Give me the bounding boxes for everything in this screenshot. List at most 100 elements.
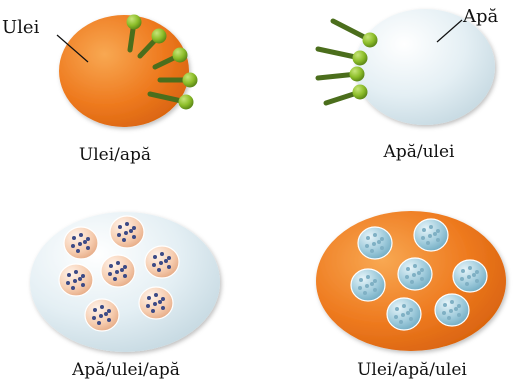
inner-dot <box>81 274 85 278</box>
inner-dot <box>74 270 78 274</box>
panel-oil-in-water: Ulei Ulei/apă <box>2 15 198 166</box>
oil-inner-droplet <box>110 216 144 248</box>
inner-dot <box>147 296 151 300</box>
inner-dot <box>461 269 465 273</box>
water-inner-droplet <box>398 258 432 290</box>
inner-dot <box>457 313 461 317</box>
inner-dot <box>475 279 479 283</box>
oil-inner-droplet <box>101 255 135 287</box>
inner-dot <box>365 284 369 288</box>
inner-dot <box>421 236 425 240</box>
inner-dot <box>107 309 111 313</box>
inner-dot <box>460 277 464 281</box>
inner-dot <box>79 233 83 237</box>
inner-dot <box>377 240 381 244</box>
inner-dot <box>409 317 413 321</box>
panel-oil-water-oil: Ulei/apă/ulei <box>316 211 506 380</box>
inner-dot <box>409 308 413 312</box>
inner-dot <box>422 228 426 232</box>
inner-dot <box>83 240 87 244</box>
inner-dot <box>157 268 161 272</box>
inner-dot <box>113 277 117 281</box>
inner-dot <box>132 226 136 230</box>
inner-dot <box>167 256 171 260</box>
inner-dot <box>122 238 126 242</box>
oil-label: Ulei <box>2 17 40 38</box>
inner-dot <box>66 281 70 285</box>
inner-dot <box>161 306 165 310</box>
inner-dot <box>86 237 90 241</box>
inner-dot <box>401 313 405 317</box>
surfactant-head <box>152 29 167 44</box>
inner-dot <box>115 270 119 274</box>
inner-dot <box>406 311 410 315</box>
water-inner-droplet <box>351 269 385 301</box>
inner-dot <box>395 307 399 311</box>
inner-dot <box>420 268 424 272</box>
inner-dot <box>366 275 370 279</box>
caption-water-oil-water: Apă/ulei/apă <box>71 360 180 380</box>
inner-dot <box>410 280 414 284</box>
inner-dot <box>406 267 410 271</box>
caption-oil-in-water: Ulei/apă <box>79 145 151 165</box>
inner-dot <box>450 300 454 304</box>
inner-dot <box>442 311 446 315</box>
oil-inner-droplet <box>145 246 179 278</box>
surfactant-head <box>350 67 365 82</box>
inner-dot <box>164 259 168 263</box>
inner-dot <box>99 314 103 318</box>
inner-dot <box>161 297 165 301</box>
oil-inner-droplet <box>139 287 173 319</box>
surfactant-head <box>173 48 188 63</box>
inner-dot <box>71 244 75 248</box>
inner-dot <box>123 274 127 278</box>
inner-dot <box>413 264 417 268</box>
inner-dot <box>380 246 384 250</box>
surfactant-head <box>127 15 142 30</box>
inner-dot <box>81 283 85 287</box>
inner-dot <box>167 265 171 269</box>
inner-dot <box>394 315 398 319</box>
surfactant-head <box>179 95 194 110</box>
caption-water-in-oil: Apă/ulei <box>383 142 455 162</box>
inner-dot <box>129 229 133 233</box>
inner-dot <box>457 304 461 308</box>
inner-dot <box>366 236 370 240</box>
inner-dot <box>447 316 451 320</box>
inner-dot <box>380 237 384 241</box>
inner-dot <box>120 268 124 272</box>
inner-dot <box>67 273 71 277</box>
inner-dot <box>86 246 90 250</box>
inner-dot <box>108 272 112 276</box>
inner-dot <box>372 242 376 246</box>
inner-dot <box>436 238 440 242</box>
surfactant-head <box>363 33 378 48</box>
inner-dot <box>373 233 377 237</box>
inner-dot <box>153 302 157 306</box>
inner-dot <box>118 225 122 229</box>
inner-dot <box>436 229 440 233</box>
inner-dot <box>132 235 136 239</box>
panel-water-in-oil: Apă Apă/ulei <box>318 6 499 162</box>
inner-dot <box>399 320 403 324</box>
inner-dot <box>71 286 75 290</box>
surfactant-head <box>353 85 368 100</box>
inner-dot <box>370 282 374 286</box>
surfactant-head <box>353 51 368 66</box>
inner-dot <box>125 222 129 226</box>
water-inner-droplet <box>435 294 469 326</box>
inner-dot <box>412 273 416 277</box>
oil-droplet <box>59 15 189 127</box>
inner-dot <box>117 233 121 237</box>
inner-dot <box>426 241 430 245</box>
inner-dot <box>359 278 363 282</box>
inner-dot <box>420 277 424 281</box>
panel-water-oil-water: Apă/ulei/apă <box>30 212 220 380</box>
inner-dot <box>443 303 447 307</box>
inner-dot <box>104 312 108 316</box>
inner-dot <box>92 316 96 320</box>
inner-dot <box>373 279 377 283</box>
water-inner-droplet <box>387 298 421 330</box>
inner-dot <box>154 293 158 297</box>
caption-oil-water-oil: Ulei/apă/ulei <box>357 360 467 380</box>
